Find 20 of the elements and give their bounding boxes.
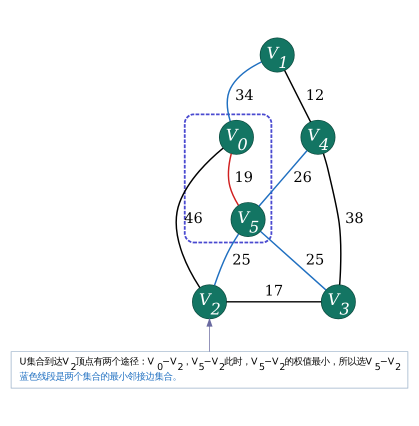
cluster (184, 113, 272, 244)
edge-label: 25 (232, 251, 251, 268)
connector (226, 61, 262, 122)
edge-label: 17 (264, 282, 284, 300)
edge-label: 19 (234, 169, 253, 186)
edge-label: 46 (184, 210, 203, 228)
connector (214, 234, 240, 286)
edge-label: 38 (345, 210, 364, 228)
connector (322, 153, 342, 285)
edge-label: 34 (235, 86, 254, 104)
connector (260, 230, 326, 290)
edge-label: 12 (306, 86, 324, 104)
connector (284, 70, 312, 122)
arrow (206, 318, 213, 352)
connector (258, 150, 308, 207)
connector (226, 301, 322, 303)
connector (176, 148, 224, 288)
edge-label: 26 (293, 169, 312, 186)
connector (228, 154, 240, 206)
edge-label: 25 (306, 251, 324, 268)
